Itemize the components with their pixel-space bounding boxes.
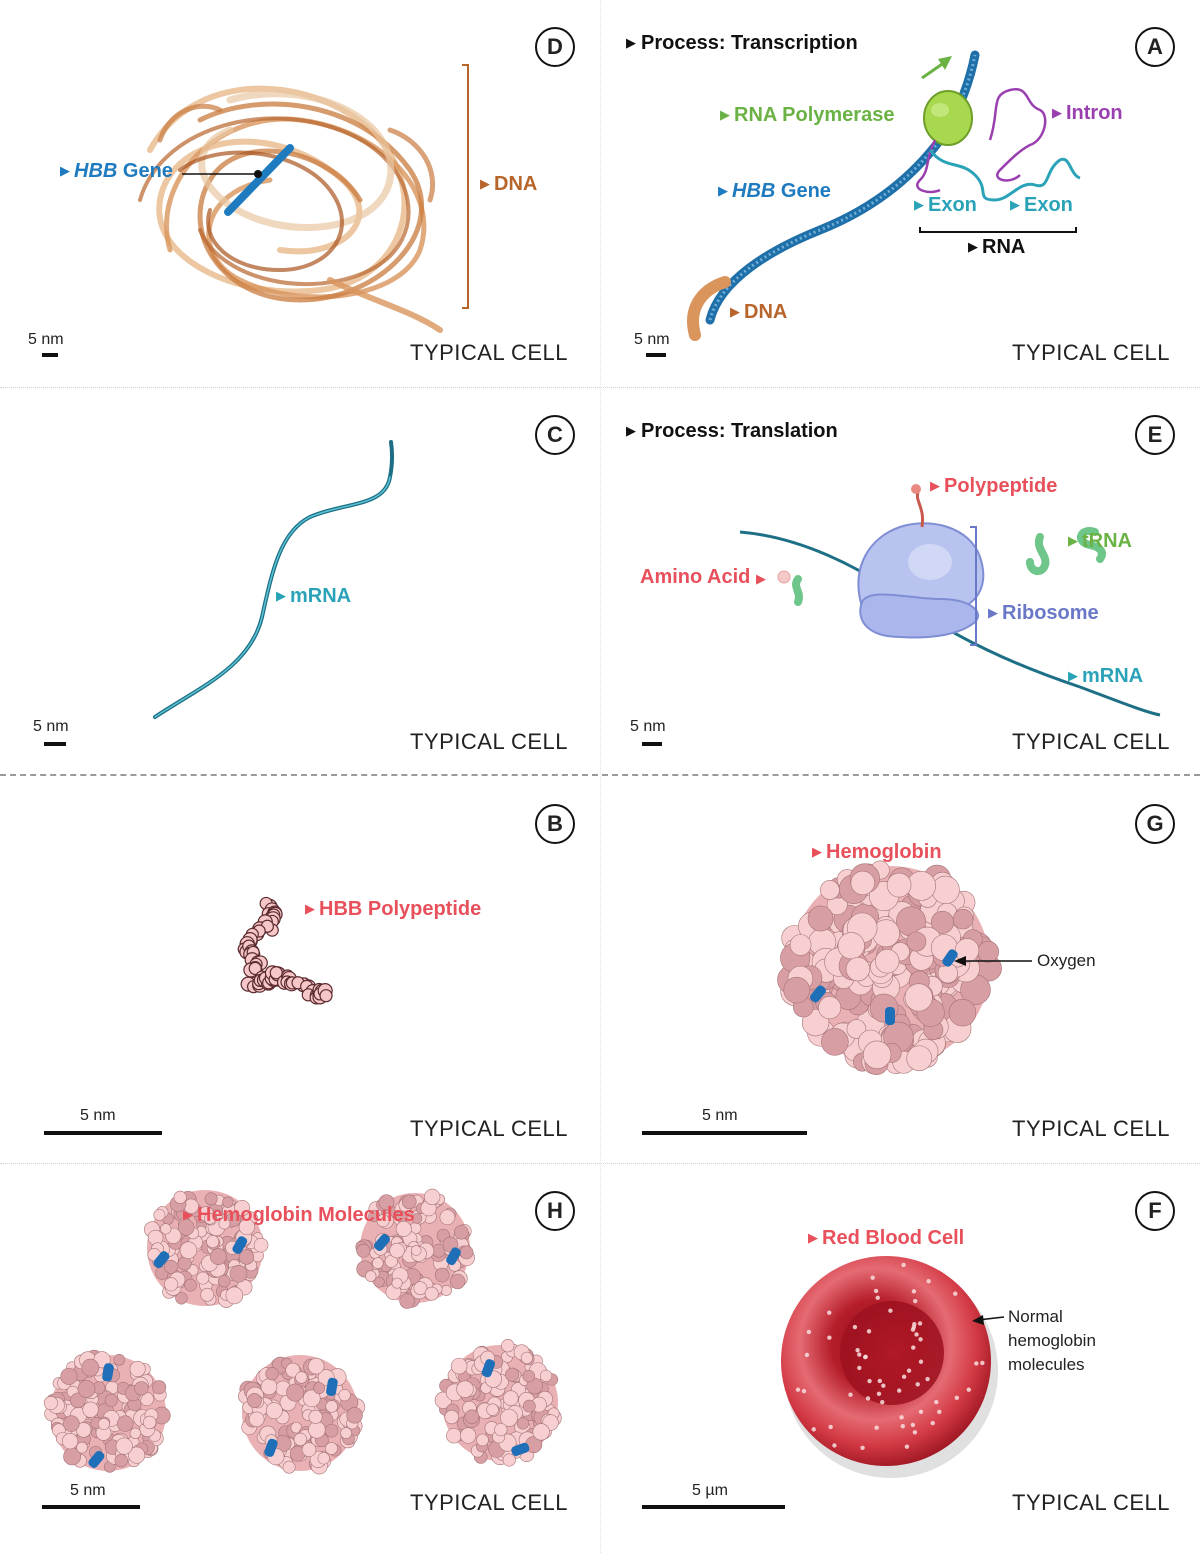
panel-letter-b: B [535,804,575,844]
trna-blob-1 [1026,533,1050,576]
amino-acid-label: Amino Acid ▶ [640,566,766,588]
hbb-gene-label-italic: HBB [732,180,776,202]
rna-polymerase-label: RNA Polymerase [720,104,894,127]
process-title: Process: Translation [626,420,838,443]
scale-bar [642,1131,807,1135]
normal-hemoglobin-note: Normal hemoglobin molecules [1008,1305,1096,1377]
scale-label: 5 nm [80,1107,116,1124]
scale-label: 5 nm [702,1107,738,1124]
scale-label: 5 µm [692,1482,728,1499]
typical-cell-label: TYPICAL CELL [1012,340,1171,365]
scale-label: 5 nm [634,331,670,348]
exon-label-2: Exon [1010,194,1073,217]
panel-d: D HBB Gene DNA 5 nm TYPICAL CELL [0,0,600,387]
hbb-gene-label: HBB Gene [60,160,173,183]
hemoglobin-molecule [238,1355,366,1475]
typical-cell-label: TYPICAL CELL [410,729,569,754]
scale-bar [646,353,666,357]
red-blood-cell-label: Red Blood Cell [808,1227,964,1250]
rna-polymerase-blob [923,90,973,146]
transcription-illustration [687,50,1081,341]
panel-letter-a: A [1135,27,1175,67]
hemoglobin-molecule [434,1339,562,1467]
hbb-gene-segment [224,144,294,216]
scale-bar [42,353,58,357]
panel-b: B HBB Polypeptide 5 nm TYPICAL CELL [0,776,600,1163]
hbb-polypeptide-label: HBB Polypeptide [305,898,481,921]
panel-c: C mRNA 5 nm TYPICAL CELL [0,387,600,774]
hemoglobin-molecules-label: Hemoglobin Molecules [183,1204,415,1227]
row-divider-1 [0,387,1200,388]
dna-label: DNA [480,173,537,196]
typical-cell-label: TYPICAL CELL [410,1490,569,1515]
hemoglobin-illustration [777,860,1032,1076]
scale-label: 5 nm [630,718,666,735]
hemoglobin-molecule [43,1349,171,1473]
panel-letter-c: C [535,415,575,455]
panel-a: Process: Transcription A RNA Polymerase … [600,0,1200,387]
trna-blob-3 [792,575,803,606]
note-line-3: molecules [1008,1355,1085,1374]
translation-illustration [739,484,1161,717]
amino-acid-label-text: Amino Acid [640,566,751,588]
hemoglobin-molecule [355,1188,475,1309]
typical-cell-label: TYPICAL CELL [410,340,569,365]
vertical-divider [600,0,601,1553]
typical-cell-label: TYPICAL CELL [410,1116,569,1141]
scale-bar [642,1505,785,1509]
hbb-gene-label-italic: HBB [74,160,118,182]
dna-coil-illustration [138,64,469,333]
scale-bar [44,1131,162,1135]
section-divider [0,774,1200,776]
scale-label: 5 nm [33,718,69,735]
note-line-2: hemoglobin [1008,1331,1096,1350]
typical-cell-label: TYPICAL CELL [1012,1116,1171,1141]
panel-letter-f: F [1135,1191,1175,1231]
panel-f: F Red Blood Cell Normal hemoglobin molec… [600,1163,1200,1553]
hbb-polypeptide-illustration [237,896,333,1005]
hbb-gene-label-suffix: Gene [122,160,173,182]
hbb-gene-label-suffix: Gene [780,180,831,202]
process-title: Process: Transcription [626,32,858,55]
mrna-label: mRNA [276,585,351,608]
ribosome-small-subunit [859,593,979,639]
hemoglobin-label: Hemoglobin [812,841,942,864]
panel-letter-h: H [535,1191,575,1231]
polypeptide-label: Polypeptide [930,475,1057,498]
scale-label: 5 nm [28,331,64,348]
mrna-label: mRNA [1068,665,1143,688]
red-blood-cell-illustration [781,1256,1005,1478]
trna-label: tRNA [1068,530,1132,553]
dna-label: DNA [730,301,787,324]
mrna-strand-illustration [153,440,394,719]
rna-label: RNA [968,236,1025,259]
panel-letter-g: G [1135,804,1175,844]
typical-cell-label: TYPICAL CELL [1012,729,1171,754]
scale-label: 5 nm [70,1482,106,1499]
panel-g: G Hemoglobin Oxygen 5 nm TYPICAL CELL [600,776,1200,1163]
dna-bracket [462,64,469,309]
scale-bar [42,1505,140,1509]
typical-cell-label: TYPICAL CELL [1012,1490,1171,1515]
ribosome-label: Ribosome [988,602,1099,625]
panel-h: H Hemoglobin Molecules 5 nm TYPICAL CELL [0,1163,600,1553]
hbb-gene-label: HBB Gene [718,180,831,203]
note-line-1: Normal [1008,1307,1063,1326]
scale-bar [44,742,66,746]
row-divider-3 [0,1163,1200,1164]
hemoglobin-molecule [777,860,1002,1076]
panel-letter-d: D [535,27,575,67]
intron-label: Intron [1052,102,1123,125]
panel-letter-e: E [1135,415,1175,455]
panel-e: Process: Translation E Polypeptide tRNA … [600,387,1200,774]
hemoglobin-molecules-illustration [43,1188,562,1475]
exon-label-1: Exon [914,194,977,217]
scale-bar [642,742,662,746]
oxygen-label: Oxygen [1037,951,1096,970]
